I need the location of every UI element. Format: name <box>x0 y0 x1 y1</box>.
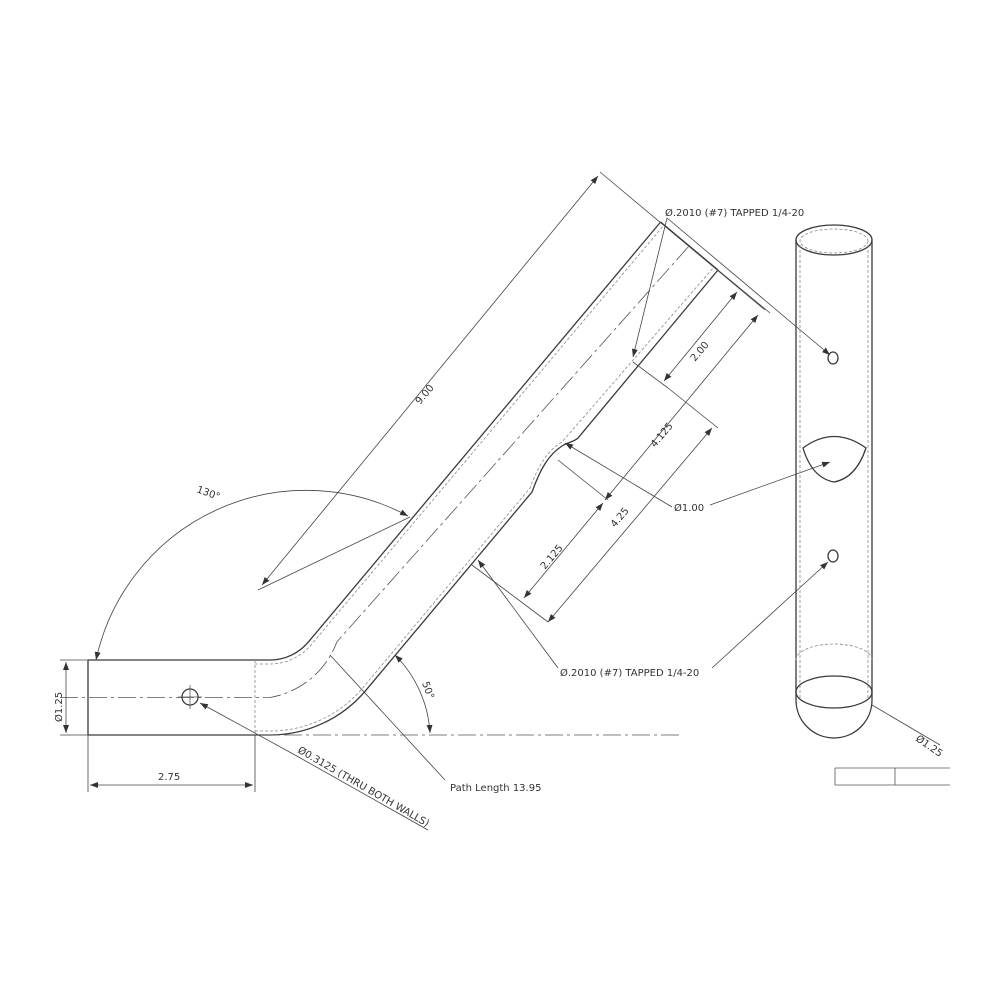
dimension-label-dia-right: Ø1.25 <box>913 733 945 760</box>
callout-tapped-top: Ø.2010 (#7) TAPPED 1/4-20 <box>631 207 831 358</box>
bent-tube-view <box>60 221 719 736</box>
dimension-275: 2.75 <box>87 735 256 792</box>
dimension-425: 4.25 <box>547 427 713 623</box>
dimension-label-200: 2.00 <box>689 340 712 364</box>
callout-tapped-bottom-label: Ø.2010 (#7) TAPPED 1/4-20 <box>560 667 699 679</box>
tapped-hole-top <box>827 351 839 365</box>
dimension-label-4125: 4.125 <box>649 421 676 450</box>
path-length-label: Path Length 13.95 <box>450 783 541 794</box>
tapped-hole-bottom <box>827 549 839 563</box>
tube-inner-bottom <box>795 675 873 709</box>
callout-dia-100-label: Ø1.00 <box>674 502 704 514</box>
tube-lower-wall <box>88 269 719 736</box>
callout-tapped-top-label: Ø.2010 (#7) TAPPED 1/4-20 <box>665 207 804 219</box>
angle-50: 50° <box>394 654 436 734</box>
callout-dia-100: Ø1.00 <box>564 442 831 514</box>
dimension-label-275: 2.75 <box>158 772 180 783</box>
dimension-9: 9.00 <box>257 171 766 591</box>
dimension-2125: 2.125 <box>471 459 609 623</box>
tube-centerline <box>60 245 690 698</box>
title-block-fragment <box>834 767 950 786</box>
path-length-note: Path Length 13.95 <box>329 654 541 794</box>
cross-hole <box>178 685 202 709</box>
tube-top-opening <box>795 224 873 256</box>
tube-inner-wall-lower <box>255 266 715 732</box>
angle-label-50: 50° <box>419 680 435 700</box>
angle-label-130: 130° <box>195 484 221 503</box>
tube-body <box>795 240 873 739</box>
straight-tube-view: Ø1.25 <box>795 224 950 786</box>
dimension-label-425: 4.25 <box>609 506 632 530</box>
dimension-label-2125: 2.125 <box>539 543 566 572</box>
dimension-label-9: 9.00 <box>414 383 437 407</box>
cutout-dia-100 <box>802 435 867 483</box>
tube-end-cap <box>87 221 719 735</box>
angle-130: 130° <box>94 484 409 661</box>
tube-upper-wall <box>88 221 662 661</box>
dimension-4125: 4.125 <box>604 314 759 501</box>
dimension-dia-left: Ø1.25 <box>53 659 88 736</box>
callout-tapped-bottom: Ø.2010 (#7) TAPPED 1/4-20 <box>477 559 829 679</box>
dimension-label-dia-left: Ø1.25 <box>53 692 65 722</box>
hole-note-label: Ø0.3125 (THRU BOTH WALLS) <box>296 744 432 829</box>
